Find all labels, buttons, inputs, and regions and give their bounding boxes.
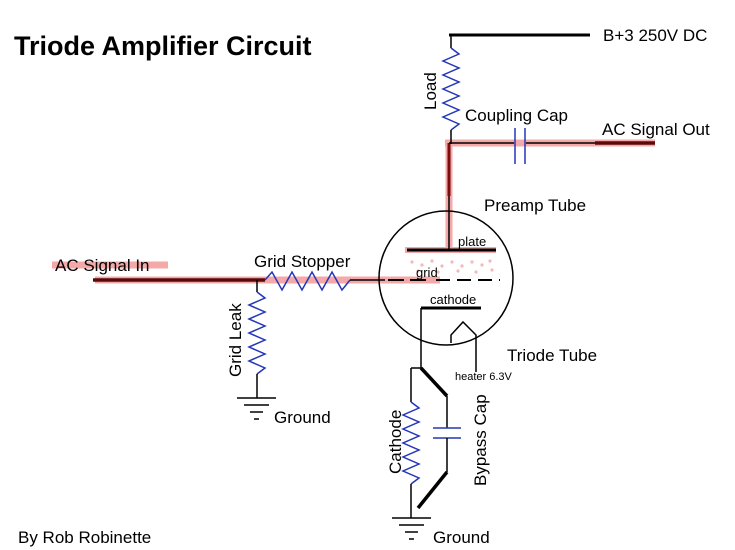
label-ground-1: Ground bbox=[274, 408, 331, 427]
cathode-net-diagonal-bottom bbox=[416, 470, 449, 510]
label-preamp-tube: Preamp Tube bbox=[484, 196, 586, 215]
label-grid-leak: Grid Leak bbox=[226, 303, 245, 377]
label-grid-stopper: Grid Stopper bbox=[254, 252, 351, 271]
heater-filament bbox=[450, 320, 477, 372]
label-bypass-cap: Bypass Cap bbox=[471, 394, 490, 486]
label-load: Load bbox=[421, 72, 440, 110]
load-resistor bbox=[441, 47, 461, 131]
ground-symbol-2 bbox=[392, 517, 431, 540]
author-credit: By Rob Robinette bbox=[18, 528, 151, 547]
label-ac-signal-in: AC Signal In bbox=[55, 256, 150, 275]
cathode-resistor bbox=[401, 401, 421, 485]
label-plate: plate bbox=[458, 234, 486, 249]
label-ac-signal-out: AC Signal Out bbox=[602, 120, 710, 139]
label-grid: grid bbox=[416, 265, 438, 280]
electron-flow-dots bbox=[410, 259, 494, 274]
label-triode-tube: Triode Tube bbox=[507, 346, 597, 365]
cathode-net-diagonal-top bbox=[419, 366, 449, 398]
ground-symbol-1 bbox=[237, 397, 276, 420]
tube-envelope bbox=[378, 210, 514, 346]
diagram-title: Triode Amplifier Circuit bbox=[14, 31, 312, 61]
grid-stopper-resistor bbox=[264, 270, 351, 292]
label-cathode-resistor: Cathode bbox=[386, 410, 405, 474]
label-cathode-element: cathode bbox=[430, 292, 476, 307]
label-heater: heater 6.3V bbox=[455, 371, 513, 383]
label-ground-2: Ground bbox=[433, 528, 490, 547]
label-coupling-cap: Coupling Cap bbox=[465, 106, 568, 125]
grid-leak-resistor bbox=[247, 291, 267, 375]
label-b-plus: B+3 250V DC bbox=[603, 26, 707, 45]
